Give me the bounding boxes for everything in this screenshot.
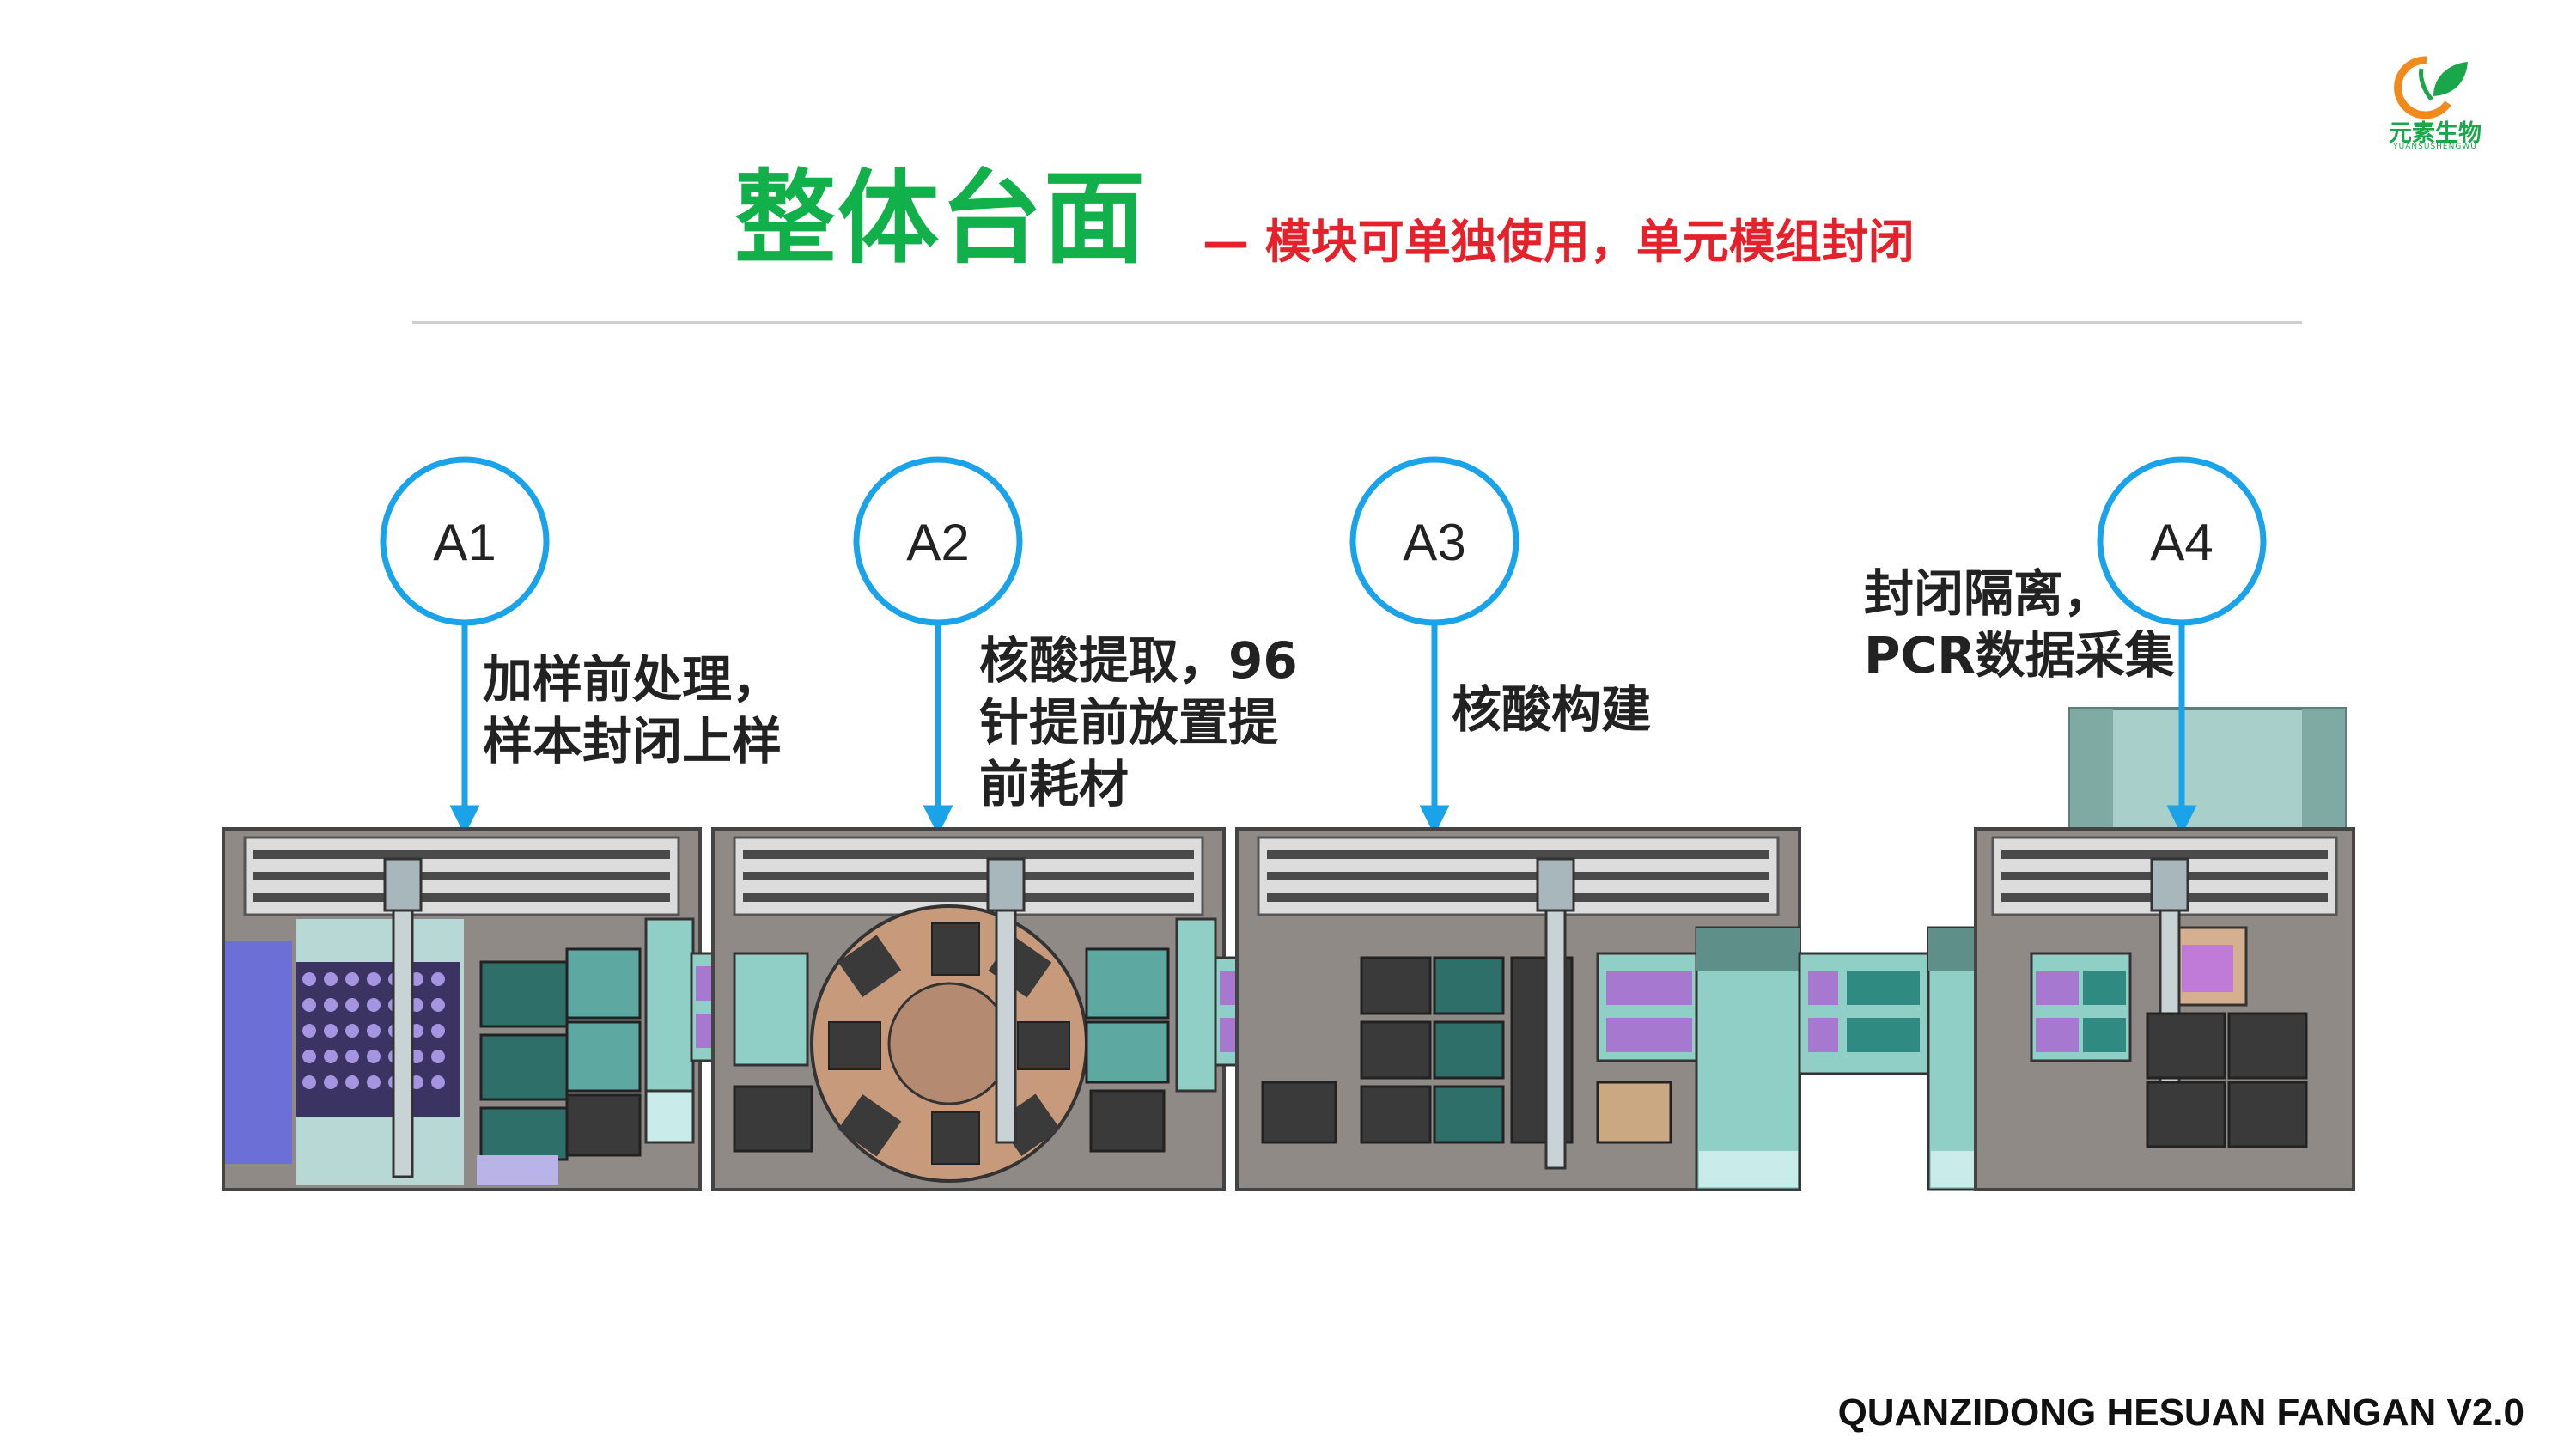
callout-a2: A2	[853, 456, 1023, 836]
callout-a3: A3	[1349, 456, 1519, 836]
callout-a1-label: A1	[433, 514, 496, 571]
logo-wordmark: 元素生物	[2389, 120, 2482, 147]
module-a2-deck	[711, 827, 1226, 1191]
module-a2-line-1: 核酸提取，96	[979, 631, 1298, 690]
page-title: 整体台面	[734, 159, 1148, 277]
logo-subtext: YUANSUSHENGWU	[2393, 143, 2477, 151]
module-a1-line-2: 样本封闭上样	[483, 712, 783, 770]
callout-a2-label: A2	[906, 514, 969, 571]
module-a4-description: 封闭隔离， PCR数据采集	[1864, 563, 2175, 686]
company-logo-icon	[2394, 56, 2468, 119]
callout-a3-label: A3	[1403, 514, 1465, 571]
module-a2-line-2: 针提前放置提	[979, 693, 1279, 752]
module-a1-deck	[222, 827, 702, 1191]
module-a2-description: 核酸提取，96 针提前放置提 前耗材	[979, 630, 1298, 815]
module-a1-line-1: 加样前处理，	[483, 650, 783, 709]
header-divider	[412, 321, 2302, 324]
module-a2-line-3: 前耗材	[979, 755, 1130, 813]
page-subtitle: — 模块可单独使用，单元模组封闭	[1203, 215, 1915, 269]
module-a4-line-1: 封闭隔离，	[1864, 564, 2114, 623]
callout-a1: A1	[380, 456, 550, 836]
module-a4-line-2: PCR数据采集	[1864, 626, 2175, 685]
callout-a4: A4	[2097, 456, 2267, 836]
module-a3-line-1: 核酸构建	[1452, 680, 1652, 739]
footer-caption: QUANZIDONG HESUAN FANGAN V2.0	[1837, 1391, 2524, 1434]
a4-enclosure	[2068, 707, 2347, 835]
callout-a4-label: A4	[2150, 514, 2213, 571]
module-a3-description: 核酸构建	[1452, 679, 1651, 740]
module-a3-deck	[1235, 827, 1801, 1191]
module-a1-description: 加样前处理， 样本封闭上样	[483, 648, 782, 772]
module-a4-deck	[1974, 827, 2355, 1191]
